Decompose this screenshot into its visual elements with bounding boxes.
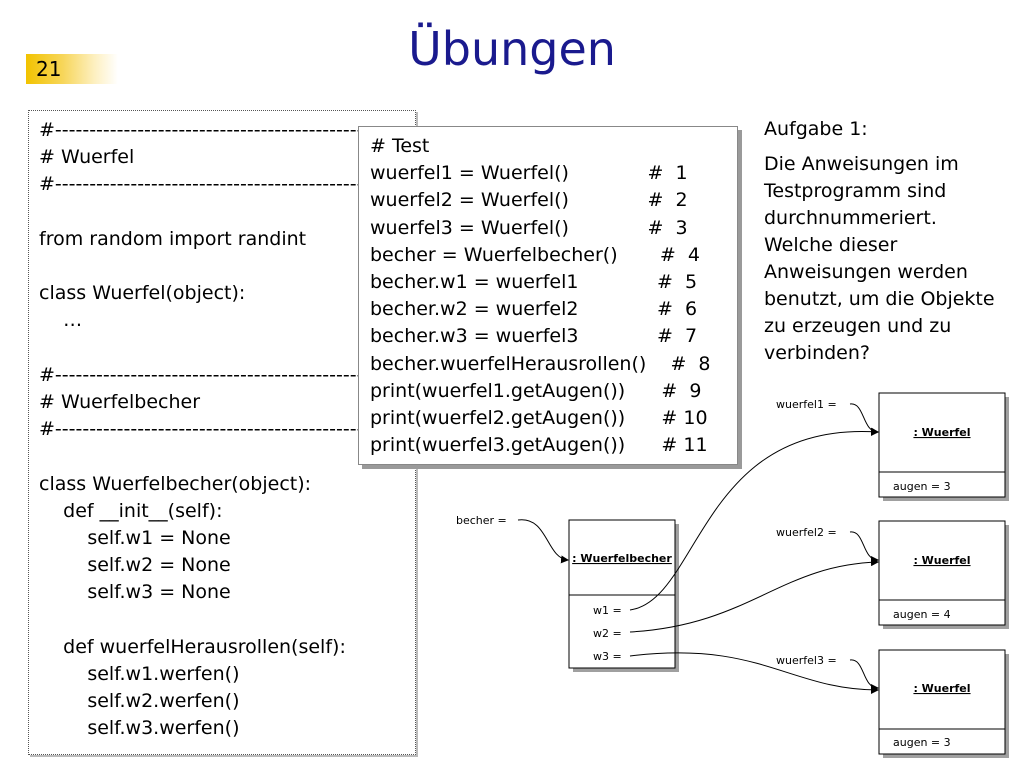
wuerfel3-var-label: wuerfel3 = bbox=[776, 654, 837, 667]
wuerfel1-ref-arrow bbox=[849, 403, 879, 436]
becher-object: : Wuerfelbecher w1 = w2 = w3 = bbox=[568, 519, 679, 672]
w3-link-arrow bbox=[629, 652, 879, 694]
test-code: # Test wuerfel1 = Wuerfel() # 1 wuerfel2… bbox=[370, 135, 711, 457]
task-panel: Aufgabe 1: Die Anweisungen im Testprogra… bbox=[764, 116, 1004, 367]
becher-class-label: : Wuerfelbecher bbox=[572, 552, 672, 565]
wuerfel1-var-label: wuerfel1 = bbox=[776, 398, 837, 411]
wuerfel2-ref-arrow bbox=[849, 531, 879, 564]
wuerfel3-ref-arrow bbox=[849, 659, 879, 692]
w2-link-arrow bbox=[629, 558, 879, 633]
wuerfel2-var-label: wuerfel2 = bbox=[776, 526, 837, 539]
class-code: #---------------------------------------… bbox=[39, 119, 371, 740]
task-heading: Aufgabe 1: bbox=[764, 118, 868, 140]
wuerfel1-object: : Wuerfel augen = 3 bbox=[878, 392, 1009, 501]
wuerfel2-object: : Wuerfel augen = 4 bbox=[878, 520, 1009, 629]
becher-ref-arrow bbox=[517, 519, 569, 564]
wuerfel2-class-label: : Wuerfel bbox=[913, 554, 970, 567]
becher-attr-w1: w1 = bbox=[593, 604, 622, 617]
wuerfel2-attr: augen = 4 bbox=[893, 608, 951, 621]
w1-link-arrow bbox=[629, 427, 879, 611]
slide-title: Übungen bbox=[408, 22, 616, 76]
task-text: Die Anweisungen im Testprogramm sind dur… bbox=[764, 153, 995, 364]
becher-var-label: becher = bbox=[456, 514, 507, 527]
wuerfel3-object: : Wuerfel augen = 3 bbox=[878, 649, 1009, 758]
wuerfel1-class-label: : Wuerfel bbox=[913, 426, 970, 439]
slide-number: 21 bbox=[26, 54, 118, 84]
wuerfel3-class-label: : Wuerfel bbox=[913, 682, 970, 695]
becher-attr-w2: w2 = bbox=[593, 627, 622, 640]
test-code-box: # Test wuerfel1 = Wuerfel() # 1 wuerfel2… bbox=[358, 126, 738, 465]
wuerfel3-attr: augen = 3 bbox=[893, 736, 951, 749]
becher-attr-w3: w3 = bbox=[593, 650, 622, 663]
wuerfel1-attr: augen = 3 bbox=[893, 480, 951, 493]
